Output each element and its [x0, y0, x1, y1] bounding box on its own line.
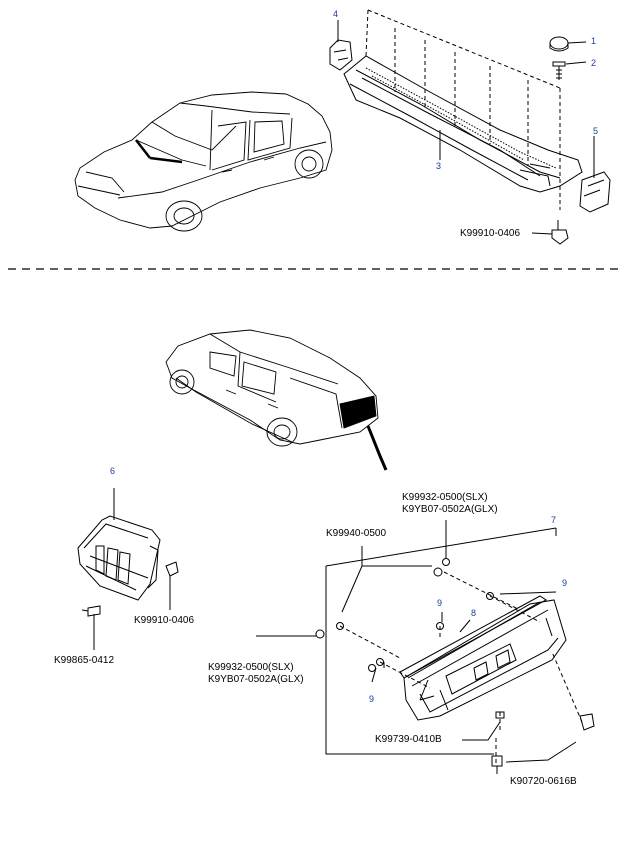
callout-6: 6 — [110, 466, 116, 476]
part-label-top-clip: K99910-0406 — [460, 228, 521, 239]
part-label-plate-screw: K99739-0410B — [375, 734, 442, 745]
part-label-plate-lower-b: K9YB07-0502A(GLX) — [208, 674, 304, 685]
callout-9-center: 9 — [437, 598, 443, 608]
callout-9-right: 9 — [562, 578, 568, 588]
callout-9-left: 9 — [369, 694, 375, 704]
cowl-panel-illustration — [329, 9, 611, 245]
callout-2: 2 — [591, 58, 597, 68]
part-label-plate-upper-a: K99932-0500(SLX) — [402, 492, 488, 503]
part-label-plate-left: K99940-0500 — [326, 528, 387, 539]
callout-8: 8 — [471, 608, 477, 618]
part-label-plate-bolt: K90720-0616B — [510, 776, 577, 787]
callout-4: 4 — [333, 9, 339, 19]
hatchback-illustration — [165, 329, 388, 471]
lamp-illustration — [77, 488, 179, 650]
part-label-plate-lower-a: K99932-0500(SLX) — [208, 662, 294, 673]
callout-1: 1 — [591, 36, 597, 46]
sedan-illustration — [74, 91, 333, 232]
part-label-plate-upper-b: K9YB07-0502A(GLX) — [402, 504, 498, 515]
callout-3: 3 — [436, 161, 442, 171]
callout-5: 5 — [593, 126, 599, 136]
part-label-lamp-screw: K99865-0412 — [54, 655, 115, 666]
callout-7: 7 — [551, 515, 557, 525]
garnish-plate-illustration — [256, 520, 595, 774]
part-label-lamp-clip: K99910-0406 — [134, 615, 195, 626]
